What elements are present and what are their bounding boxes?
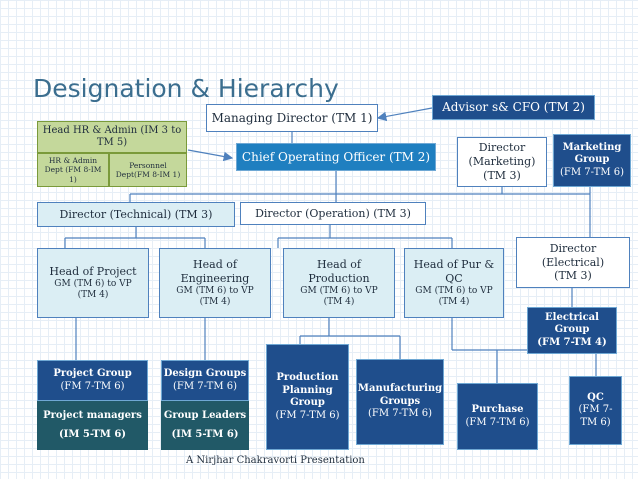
marketing-group-grade: (FM 7-TM 6) xyxy=(560,166,624,178)
personnel-dept-box: Personnel Dept(FM 8-IM 1) xyxy=(109,153,187,187)
head-engineering-head: Head of Engineering xyxy=(180,258,250,285)
electrical-group-grade: (FM 7-TM 4) xyxy=(537,336,607,348)
coo-label: Chief Operating Officer (TM 2) xyxy=(241,149,431,164)
advisor-cfo-box: Advisor s& CFO (TM 2) xyxy=(432,95,595,120)
head-pur-qc-box: Head of Pur & QC GM (TM 6) to VP (TM 4) xyxy=(404,248,504,318)
project-managers-grade: (IM 5-TM 6) xyxy=(58,428,127,440)
production-planning-grade: (FM 7-TM 6) xyxy=(275,409,340,421)
head-pur-qc-head: Head of Pur & QC xyxy=(413,258,495,285)
marketing-group-box: Marketing Group (FM 7-TM 6) xyxy=(553,134,631,187)
advisor-cfo-label: Advisor s& CFO (TM 2) xyxy=(442,100,585,114)
production-planning-head: Production Planning Group xyxy=(276,372,339,408)
production-planning-box: Production Planning Group (FM 7-TM 6) xyxy=(266,344,349,450)
head-engineering-box: Head of Engineering GM (TM 6) to VP (TM … xyxy=(159,248,271,318)
project-managers-box: Project managers (IM 5-TM 6) xyxy=(37,401,148,450)
group-leaders-head: Group Leaders xyxy=(163,410,247,421)
head-project-head: Head of Project xyxy=(49,264,137,278)
manufacturing-groups-box: Manufacturing Groups (FM 7-TM 6) xyxy=(356,359,444,445)
group-leaders-box: Group Leaders (IM 5-TM 6) xyxy=(161,401,249,450)
qc-head: QC xyxy=(587,391,604,403)
manufacturing-groups-head: Manufacturing Groups xyxy=(357,383,443,407)
head-project-grade: GM (TM 6) to VP (TM 4) xyxy=(54,278,132,300)
design-groups-box: Design Groups (FM 7-TM 6) xyxy=(161,360,249,401)
hr-admin-dept-label: HR & Admin Dept (FM 8-IM 1) xyxy=(44,155,102,184)
design-groups-grade: (FM 7-TM 6) xyxy=(173,380,237,392)
director-operation-label: Director (Operation) (TM 3) xyxy=(255,206,411,220)
head-pur-qc-grade: GM (TM 6) to VP (TM 4) xyxy=(415,285,493,307)
managing-director-label: Managing Director (TM 1) xyxy=(211,110,373,125)
purchase-head: Purchase xyxy=(471,404,524,415)
managing-director-box: Managing Director (TM 1) xyxy=(206,104,378,132)
director-technical-box: Director (Technical) (TM 3) xyxy=(37,202,235,227)
qc-grade: (FM 7-TM 6) xyxy=(578,404,613,428)
head-production-head: Head of Production xyxy=(308,258,370,285)
project-group-head: Project Group xyxy=(53,368,132,379)
footer-credit: A Nirjhar Chakravorti Presentation xyxy=(186,455,365,466)
head-engineering-grade: GM (TM 6) to VP (TM 4) xyxy=(176,285,254,307)
director-electrical-box: Director (Electrical) (TM 3) xyxy=(516,237,630,288)
hr-admin-dept-box: HR & Admin Dept (FM 8-IM 1) xyxy=(37,153,109,187)
purchase-grade: (FM 7-TM 6) xyxy=(465,416,530,428)
group-leaders-grade: (IM 5-TM 6) xyxy=(171,428,239,440)
head-production-grade: GM (TM 6) to VP (TM 4) xyxy=(300,285,378,307)
director-marketing-line1: Director xyxy=(478,141,526,155)
head-project-box: Head of Project GM (TM 6) to VP (TM 4) xyxy=(37,248,149,318)
director-electrical-grade: (TM 3) xyxy=(554,269,592,283)
director-marketing-line3: (TM 3) xyxy=(483,168,521,182)
director-marketing-box: Director (Marketing) (TM 3) xyxy=(457,137,547,187)
marketing-group-head: Marketing Group xyxy=(562,141,622,166)
personnel-dept-label: Personnel Dept(FM 8-IM 1) xyxy=(115,160,181,179)
director-electrical-head: Director (Electrical) xyxy=(541,241,605,269)
director-marketing-line2: (Marketing) xyxy=(468,155,536,169)
project-group-box: Project Group (FM 7-TM 6) xyxy=(37,360,148,401)
project-group-grade: (FM 7-TM 6) xyxy=(60,380,125,392)
head-production-box: Head of Production GM (TM 6) to VP (TM 4… xyxy=(283,248,395,318)
coo-box: Chief Operating Officer (TM 2) xyxy=(236,143,436,171)
head-hr-admin-box: Head HR & Admin (IM 3 to TM 5) xyxy=(37,121,187,153)
design-groups-head: Design Groups xyxy=(163,368,247,379)
page-title: Designation & Hierarchy xyxy=(33,74,339,103)
director-operation-box: Director (Operation) (TM 3) xyxy=(240,202,426,225)
project-managers-head: Project managers xyxy=(43,410,142,421)
director-technical-label: Director (Technical) (TM 3) xyxy=(59,207,213,221)
electrical-group-box: Electrical Group (FM 7-TM 4) xyxy=(527,307,617,354)
manufacturing-groups-grade: (FM 7-TM 6) xyxy=(368,408,432,420)
head-hr-admin-label: Head HR & Admin (IM 3 to TM 5) xyxy=(42,124,182,149)
electrical-group-head: Electrical Group xyxy=(545,311,599,336)
purchase-box: Purchase (FM 7-TM 6) xyxy=(457,383,538,450)
qc-box: QC (FM 7-TM 6) xyxy=(569,376,622,445)
